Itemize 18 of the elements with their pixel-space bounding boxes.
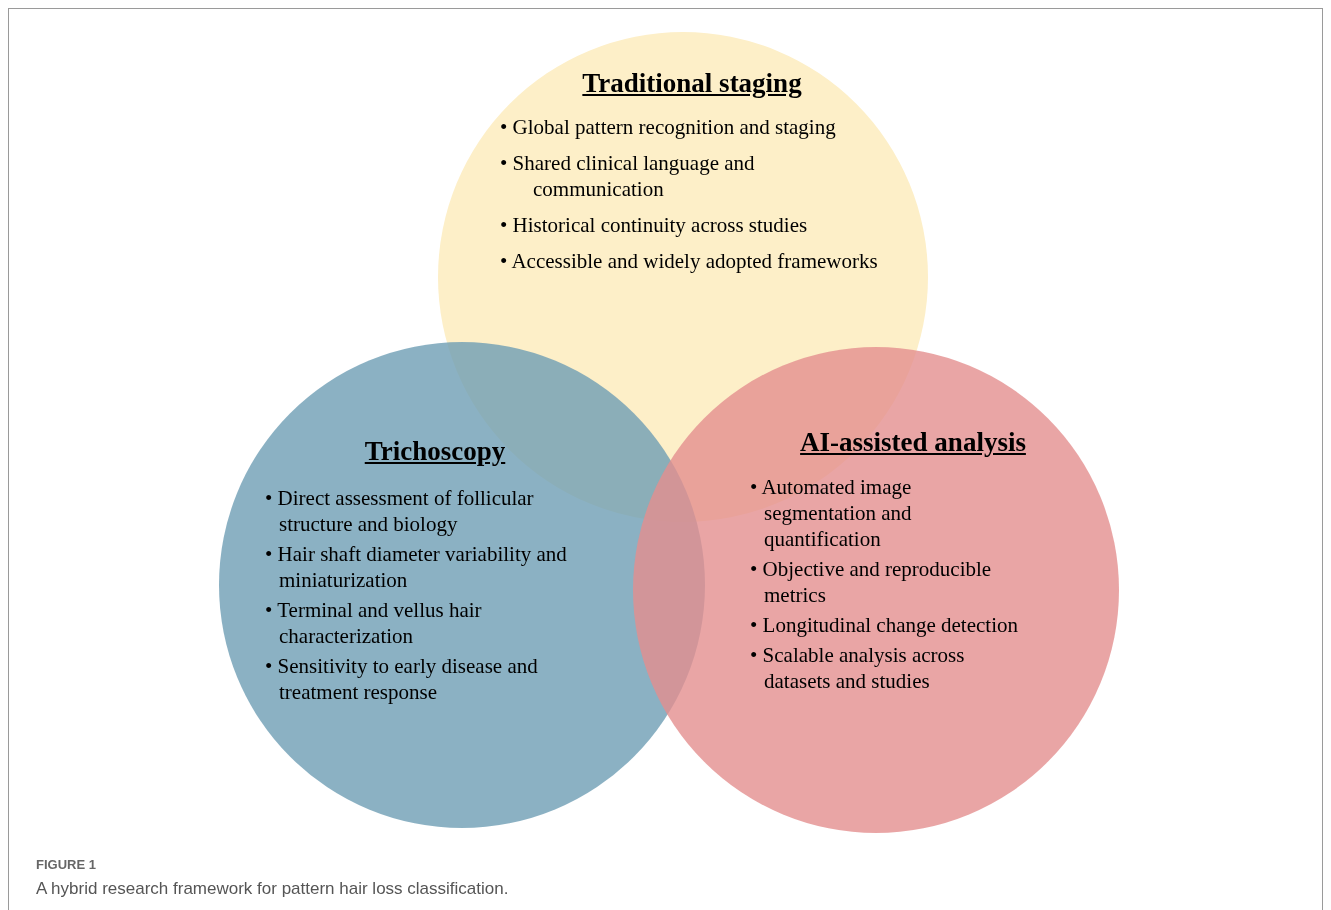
venn-circle [633, 347, 1119, 833]
bullet-text: • Objective and reproducible metrics [750, 556, 993, 608]
circle-heading: Trichoscopy [364, 438, 506, 465]
bullet-text: • Terminal and vellus hair characterization [265, 597, 483, 649]
circle-heading: AI-assisted analysis [800, 429, 1026, 456]
bullet-text: • Global pattern recognition and staging [500, 114, 837, 140]
bullet-text: • Accessible and widely adopted frameworks [500, 248, 878, 274]
bullet-text: • Historical continuity across studies [500, 212, 809, 238]
bullet-text: • Automated image segmentation and quantification [750, 474, 913, 552]
bullet-text: • Scalable analysis across datasets and studies [750, 642, 966, 694]
bullet-text: • Shared clinical language and communication [500, 150, 756, 202]
circle-heading: Traditional staging [582, 70, 802, 97]
bullet-text: • Sensitivity to early disease and treatment response [265, 653, 539, 705]
bullet-text: • Direct assessment of follicular structure and biology [265, 485, 535, 537]
caption: A hybrid research framework for pattern hair loss classification. [36, 878, 509, 900]
bullet-text: • Hair shaft diameter variability and miniaturization [265, 541, 568, 593]
figure-number: FIGURE 1 [36, 856, 96, 874]
bullet-text: • Longitudinal change detection [750, 612, 1020, 638]
